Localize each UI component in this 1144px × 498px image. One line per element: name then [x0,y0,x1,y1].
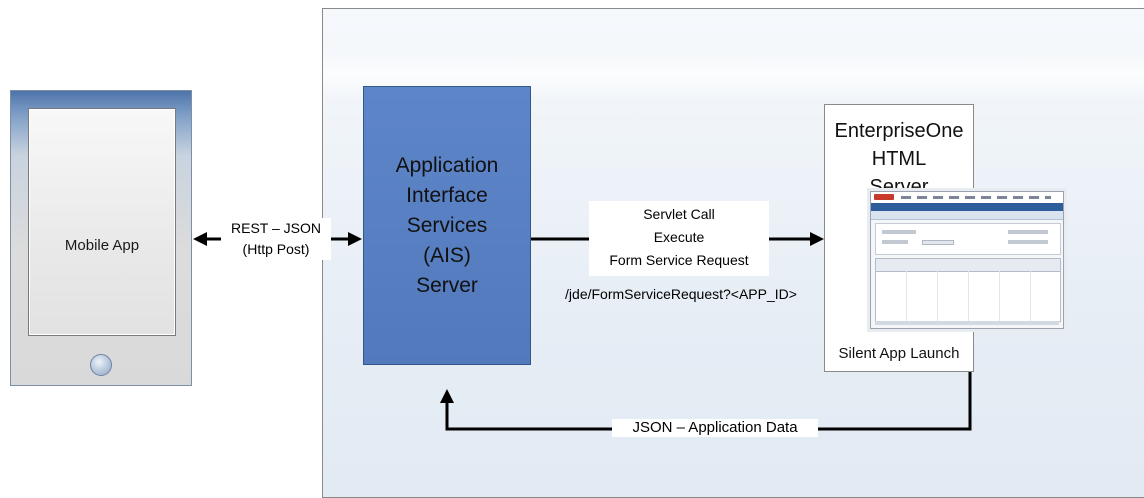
ais-label-line: Application [395,153,499,177]
ais-server-box: Application Interface Services (AIS) Ser… [363,86,531,365]
ais-label-line: Server [416,273,478,297]
mobile-device: Mobile App [10,90,192,386]
mini-field [1008,230,1048,234]
servlet-label-line: Execute [653,229,705,245]
mini-field [882,230,916,234]
form-service-url-label: /jde/FormServiceRequest?<APP_ID> [565,286,797,302]
mobile-app-label: Mobile App [64,237,140,254]
mini-topbar-text [901,196,1051,199]
ais-label-line: (AIS) [423,243,471,267]
mini-title-band [871,203,1063,211]
mini-input [922,240,954,245]
arrowhead-left-icon [193,232,207,246]
e1-server-title: EnterpriseOne HTML Server [825,117,973,201]
silent-app-launch-label: Silent App Launch [838,345,960,362]
e1-app-screenshot [870,191,1064,329]
mini-field [882,240,908,244]
servlet-call-label: Servlet Call Execute Form Service Reques… [589,201,769,276]
mini-grid [875,258,1061,322]
rest-json-label: REST – JSON (Http Post) [221,218,331,260]
json-application-data-label: JSON – Application Data [612,419,818,437]
mini-field [1008,240,1048,244]
home-button-icon [90,354,112,376]
mini-toolbar [871,211,1063,236]
e1-html-server-box: EnterpriseOne HTML Server Silent App Lau… [824,104,1064,372]
rest-label-line: (Http Post) [242,241,310,257]
e1-title-line: EnterpriseOne HTML [834,120,964,170]
mini-grid-body [876,271,1060,321]
servlet-label-line: Form Service Request [609,252,749,268]
mini-scrollbar [875,321,1059,325]
servlet-label-line: Servlet Call [643,206,715,222]
oracle-logo-icon [874,194,894,200]
ais-label-line: Services [406,213,488,237]
mobile-screen: Mobile App [28,108,176,336]
mini-form-panel [875,223,1061,255]
ais-label-line: Interface [406,183,488,207]
rest-label-line: REST – JSON [231,220,321,236]
